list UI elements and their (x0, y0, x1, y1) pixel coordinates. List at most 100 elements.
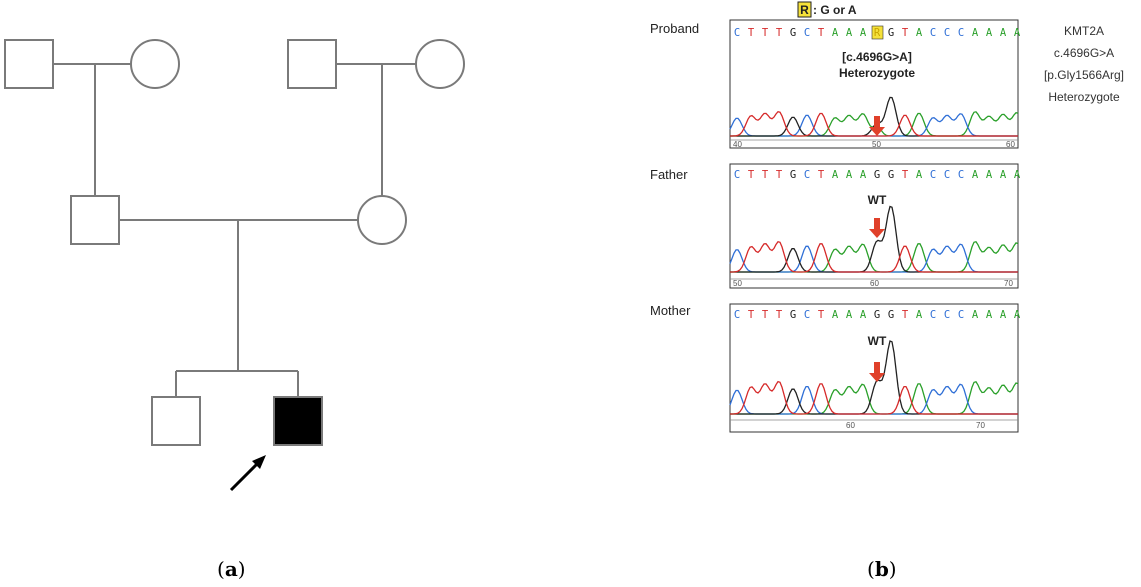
proband-base: A (860, 27, 867, 39)
unaffected-brother (151, 396, 201, 446)
father-base: A (1014, 169, 1021, 181)
mother-base: C (734, 309, 740, 321)
proband-base: A (1000, 27, 1007, 39)
proband-base: A (986, 27, 993, 39)
proband-base: A (972, 27, 979, 39)
mother-trace (729, 340, 1019, 415)
proband-base-highlight (871, 25, 884, 40)
proband-trace-t (730, 110, 1018, 137)
father-trace (729, 205, 1019, 273)
caption-b-open: ( (867, 557, 875, 581)
father-symbol (70, 195, 120, 245)
father-base: C (930, 169, 936, 181)
father-base: A (916, 169, 923, 181)
father-base: C (944, 169, 950, 181)
proband-mutation: [c.4696G>A] (842, 50, 912, 64)
mother-base: T (748, 309, 755, 321)
proband-label: Proband (650, 21, 699, 36)
mother-base: T (818, 309, 825, 321)
father-tick-3: 70 (1004, 279, 1013, 288)
father-base: A (832, 169, 839, 181)
father-tick-2: 60 (870, 279, 879, 288)
proband-base: C (944, 27, 950, 39)
proband-base: C (958, 27, 964, 39)
mother-base: C (944, 309, 950, 321)
mother-base: A (846, 309, 853, 321)
variant-info: KMT2A c.4696G>A [p.Gly1566Arg] Heterozyg… (1044, 24, 1124, 104)
mother-base: A (1000, 309, 1007, 321)
proband-base: R (874, 27, 881, 39)
mother-base: A (986, 309, 993, 321)
variant-protein: [p.Gly1566Arg] (1044, 68, 1124, 82)
father-base: T (762, 169, 769, 181)
mother-base: C (804, 309, 810, 321)
proband-base: A (1014, 27, 1021, 39)
proband-base: C (930, 27, 936, 39)
mother-base: A (1014, 309, 1021, 321)
father-base: A (986, 169, 993, 181)
caption-a-open: ( (217, 557, 225, 581)
mother-base: G (874, 309, 880, 321)
mother-status: WT (868, 334, 887, 348)
father-base: C (734, 169, 740, 181)
father-base: A (1000, 169, 1007, 181)
proband-base: A (832, 27, 839, 39)
paternal-grandfather (4, 39, 54, 89)
mother-label: Mother (650, 303, 691, 318)
proband-tick-2: 50 (872, 140, 881, 149)
father-base: T (748, 169, 755, 181)
father-base: T (902, 169, 909, 181)
svg-text:(a): (a) (217, 557, 246, 581)
mother-base: A (972, 309, 979, 321)
proband-base: T (902, 27, 909, 39)
proband-base: A (846, 27, 853, 39)
father-status: WT (868, 193, 887, 207)
mother-base: C (958, 309, 964, 321)
proband-tick-3: 60 (1006, 140, 1015, 149)
proband-base: C (734, 27, 740, 39)
variant-gene: KMT2A (1064, 24, 1104, 38)
father-base: A (972, 169, 979, 181)
mother-trace-t (730, 380, 1018, 415)
mother-base: C (930, 309, 936, 321)
iupac-legend: R : G or A (797, 1, 857, 18)
father-tick-1: 50 (733, 279, 742, 288)
maternal-grandmother (415, 39, 465, 89)
svg-text:(b): (b) (867, 557, 897, 581)
proband-affected-square (273, 396, 323, 446)
proband-base: T (762, 27, 769, 39)
proband-base: G (888, 27, 894, 39)
caption-a-letter: a (225, 557, 238, 581)
proband-zygosity: Heterozygote (839, 66, 915, 80)
father-base: G (790, 169, 796, 181)
mother-red-arrow (869, 362, 885, 382)
proband-red-arrow (869, 116, 885, 136)
mother-base: T (762, 309, 769, 321)
father-base: G (874, 169, 880, 181)
mother-base: A (832, 309, 839, 321)
iupac-code: R (800, 3, 809, 17)
iupac-meaning: : G or A (813, 3, 857, 17)
father-base: C (958, 169, 964, 181)
mother-base: T (902, 309, 909, 321)
mother-base: G (790, 309, 796, 321)
caption-a-close: ) (238, 557, 246, 581)
mother-base: A (860, 309, 867, 321)
caption-b-letter: b (875, 557, 889, 581)
father-base: T (776, 169, 783, 181)
father-trace-t (730, 240, 1018, 273)
mother-base: T (776, 309, 783, 321)
caption-b-close: ) (889, 557, 897, 581)
proband-base: T (818, 27, 825, 39)
paternal-grandmother (130, 39, 180, 89)
mother-tick-2: 70 (976, 421, 985, 430)
proband-base: T (748, 27, 755, 39)
proband-arrow (229, 455, 266, 492)
mother-base: A (916, 309, 923, 321)
father-base: G (888, 169, 894, 181)
father-base: T (818, 169, 825, 181)
